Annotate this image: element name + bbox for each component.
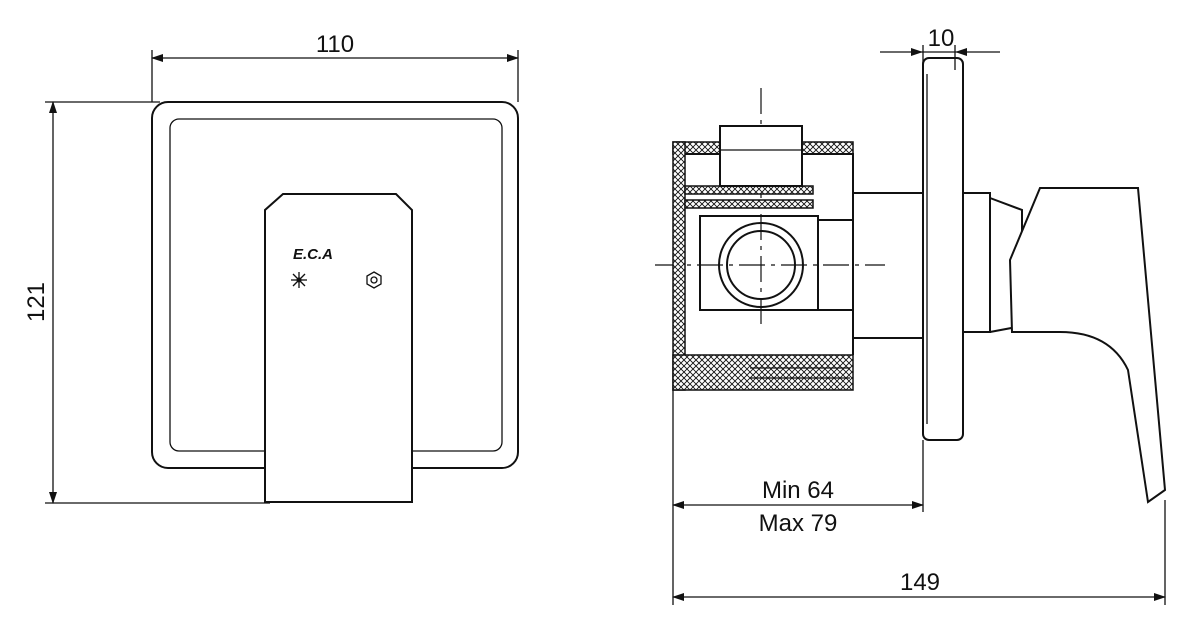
side-view: 10 Min 64 Max 79 149 [655, 25, 1167, 605]
lever-profile [1008, 187, 1167, 504]
plate-thickness-label: 10 [928, 25, 955, 52]
width-dimension-label: 110 [316, 31, 354, 58]
brand-logo: E.C.A [293, 246, 333, 263]
depth-max-label: Max 79 [759, 510, 838, 537]
valve-housing [672, 125, 924, 391]
handle-lever [264, 193, 413, 503]
port-inner-ring [726, 230, 796, 300]
front-view: E.C.A 110 121 [23, 31, 519, 504]
depth-min-label: Min 64 [762, 477, 834, 504]
total-depth-label: 149 [900, 569, 940, 596]
spindle-collar [962, 192, 991, 333]
snowflake-icon [291, 272, 307, 288]
height-dimension-label: 121 [23, 282, 50, 322]
port-outer-ring [718, 222, 804, 308]
hexagon-icon [366, 271, 382, 289]
wall-plate [922, 57, 964, 441]
